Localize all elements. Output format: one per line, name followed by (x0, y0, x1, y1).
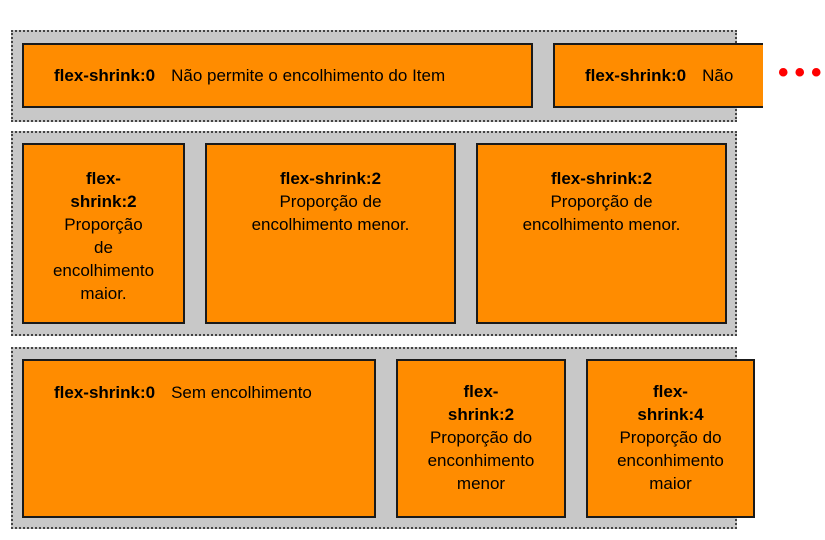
flex-item-row2-3: flex-shrink:2 Proporção de encolhimento … (476, 143, 727, 324)
item-description-line: Proporção do (619, 428, 722, 447)
item-description: Sem encolhimento (171, 383, 312, 402)
item-property-line2: shrink:4 (637, 405, 704, 424)
item-description-line: encolhimento menor. (251, 215, 410, 234)
item-description-line: enconhimento (617, 451, 724, 470)
item-property-line1: flex- (463, 382, 499, 401)
item-property: flex-shrink:0 (54, 383, 156, 402)
flex-item-row1-2-overflowing: flex-shrink:0 Não (553, 43, 763, 108)
item-description-line: Proporção (64, 215, 143, 234)
flex-item-row3-3: flex- shrink:4 Proporção do enconhimento… (586, 359, 755, 518)
item-description-line: de (94, 238, 113, 257)
item-description-line: maior. (80, 284, 127, 303)
item-property-line2: shrink:2 (447, 405, 515, 424)
item-description-line: Proporção do (429, 428, 533, 447)
flex-item-row2-1: flex- shrink:2 Proporção de encolhimento… (22, 143, 185, 324)
item-description-line: Proporção de (279, 192, 382, 211)
item-description-line: enconhimento (427, 451, 535, 470)
flex-item-row3-1: flex-shrink:0 Sem encolhimento (22, 359, 376, 518)
item-description: Não (702, 66, 734, 85)
item-description-line: menor (456, 474, 506, 493)
item-property-line1: flex- (653, 382, 688, 401)
item-property: flex-shrink:0 (54, 66, 156, 85)
item-property: flex-shrink:2 (279, 169, 382, 188)
item-description-line: encolhimento (52, 261, 155, 280)
item-property-line1: flex- (86, 169, 121, 188)
item-property: flex-shrink:2 (550, 169, 653, 188)
item-description: Não permite o encolhimento do Item (171, 66, 446, 85)
item-property: flex-shrink:0 (585, 66, 687, 85)
item-description-line: Proporção de (550, 192, 653, 211)
item-description-line: maior (649, 474, 692, 493)
overflow-indicator-icon: ••• (778, 56, 825, 89)
flex-item-row1-1: flex-shrink:0 Não permite o encolhimento… (22, 43, 533, 108)
item-description-line: encolhimento menor. (522, 215, 681, 234)
flex-item-row3-2: flex- shrink:2 Proporção do enconhimento… (396, 359, 566, 518)
flex-item-row2-2: flex-shrink:2 Proporção de encolhimento … (205, 143, 456, 324)
item-property-line2: shrink:2 (70, 192, 137, 211)
